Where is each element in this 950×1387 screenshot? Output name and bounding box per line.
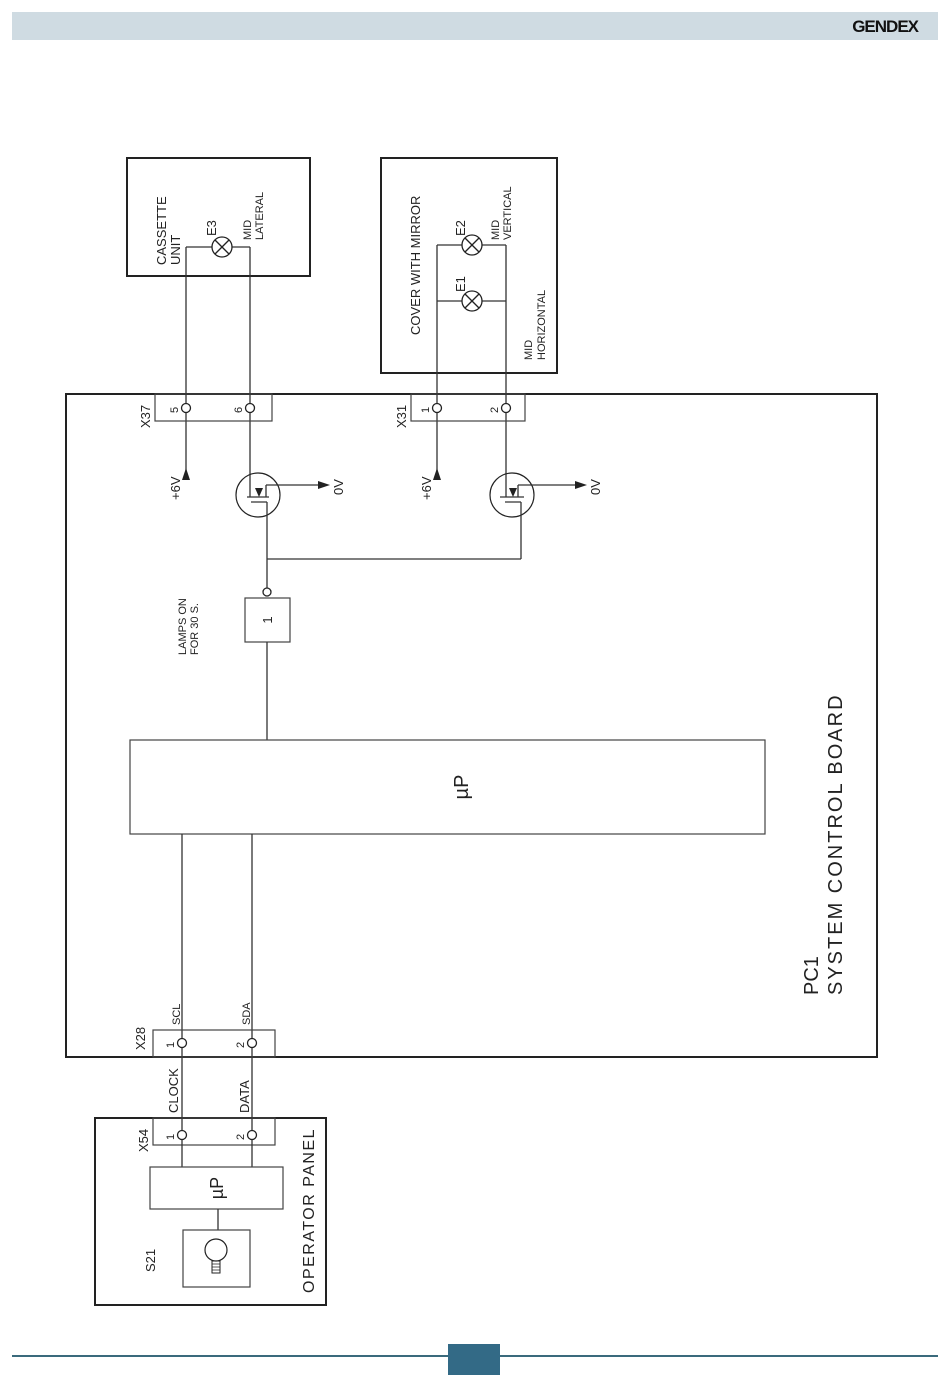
cover-box: [380, 157, 558, 374]
sda-label: SDA: [241, 1002, 253, 1025]
switch-s21-label: S21: [143, 1249, 158, 1272]
mid-vertical-2: VERTICAL: [502, 186, 514, 240]
connector-x31: [410, 393, 526, 422]
ground-1-label: 0V: [331, 479, 346, 495]
x37-pin-5: [180, 402, 192, 414]
operator-panel-title: OPERATOR PANEL: [301, 1128, 318, 1293]
x37-pin-6-label: 6: [233, 407, 245, 413]
connector-x28: [152, 1029, 276, 1058]
data-label: DATA: [237, 1080, 252, 1113]
timer-label-2: FOR 30 S.: [189, 603, 201, 655]
switch-s21-box: [182, 1229, 251, 1288]
mid-horizontal-1: MID: [523, 340, 535, 360]
inverter-bubble: [262, 587, 272, 597]
panel-mcu-label: µP: [207, 1177, 227, 1199]
operator-panel-box: [94, 1117, 327, 1306]
timer-label-1: LAMPS ON: [177, 598, 189, 655]
timer-value: 1: [260, 616, 275, 623]
mid-lateral-1: MID: [242, 220, 254, 240]
lamp-e2-icon: [461, 234, 483, 256]
x54-pin-1: [176, 1129, 188, 1141]
board-mcu-label: µP: [451, 775, 473, 800]
cassette-title-1: CASSETTE: [154, 196, 169, 265]
lamp-e2-label: E2: [453, 220, 468, 236]
x31-label: X31: [394, 405, 409, 428]
x28-label: X28: [133, 1027, 148, 1050]
x54-label: X54: [136, 1129, 151, 1152]
supply-arrow-icon: [182, 468, 190, 480]
cassette-title-2: UNIT: [168, 235, 183, 265]
gendex-logo: GENDEX: [852, 17, 919, 36]
x31-pin-1-label: 1: [420, 407, 432, 413]
supply-2-label: +6V: [419, 476, 434, 500]
mosfet-2-icon: [489, 472, 587, 559]
system-control-board-box: [65, 393, 878, 1058]
x28-pin-2-label: 2: [235, 1042, 247, 1048]
x37-label: X37: [138, 405, 153, 428]
board-microprocessor: [129, 739, 766, 835]
x28-pin-1-label: 1: [165, 1042, 177, 1048]
mid-vertical-1: MID: [490, 220, 502, 240]
board-name: PC1: [801, 956, 823, 995]
clock-label: CLOCK: [166, 1068, 181, 1113]
x28-pin-1: [176, 1037, 188, 1049]
lamp-e1-icon: [461, 290, 483, 312]
ground-2-label: 0V: [588, 479, 603, 495]
lamp-e1-label: E1: [453, 276, 468, 292]
mosfet-1-icon: [235, 472, 330, 559]
x37-pin-5-label: 5: [169, 407, 181, 413]
header-bar: GENDEX: [12, 12, 938, 40]
x31-pin-2: [500, 402, 512, 414]
x54-pin-2-label: 2: [235, 1134, 247, 1140]
lamp-e3-icon: [211, 236, 233, 258]
cover-title: COVER WITH MIRROR: [408, 196, 423, 335]
x31-pin-1: [431, 402, 443, 414]
board-title: SYSTEM CONTROL BOARD: [825, 693, 847, 995]
supply-1-label: +6V: [168, 476, 183, 500]
scl-label: SCL: [171, 1004, 183, 1025]
panel-microprocessor: [149, 1166, 284, 1210]
supply-arrow-icon: [433, 468, 441, 480]
x54-pin-2: [246, 1129, 258, 1141]
cassette-unit-box: [126, 157, 311, 277]
mid-lateral-2: LATERAL: [254, 192, 266, 240]
page-number-tab: [448, 1344, 500, 1375]
x37-pin-6: [244, 402, 256, 414]
x31-pin-2-label: 2: [489, 407, 501, 413]
pushbutton-icon: [204, 1238, 228, 1274]
connector-x37: [154, 393, 273, 422]
x28-pin-2: [246, 1037, 258, 1049]
mid-horizontal-2: HORIZONTAL: [536, 290, 548, 360]
lamp-e3-label: E3: [204, 220, 219, 236]
x54-pin-1-label: 1: [165, 1134, 177, 1140]
connector-x54: [152, 1117, 276, 1146]
